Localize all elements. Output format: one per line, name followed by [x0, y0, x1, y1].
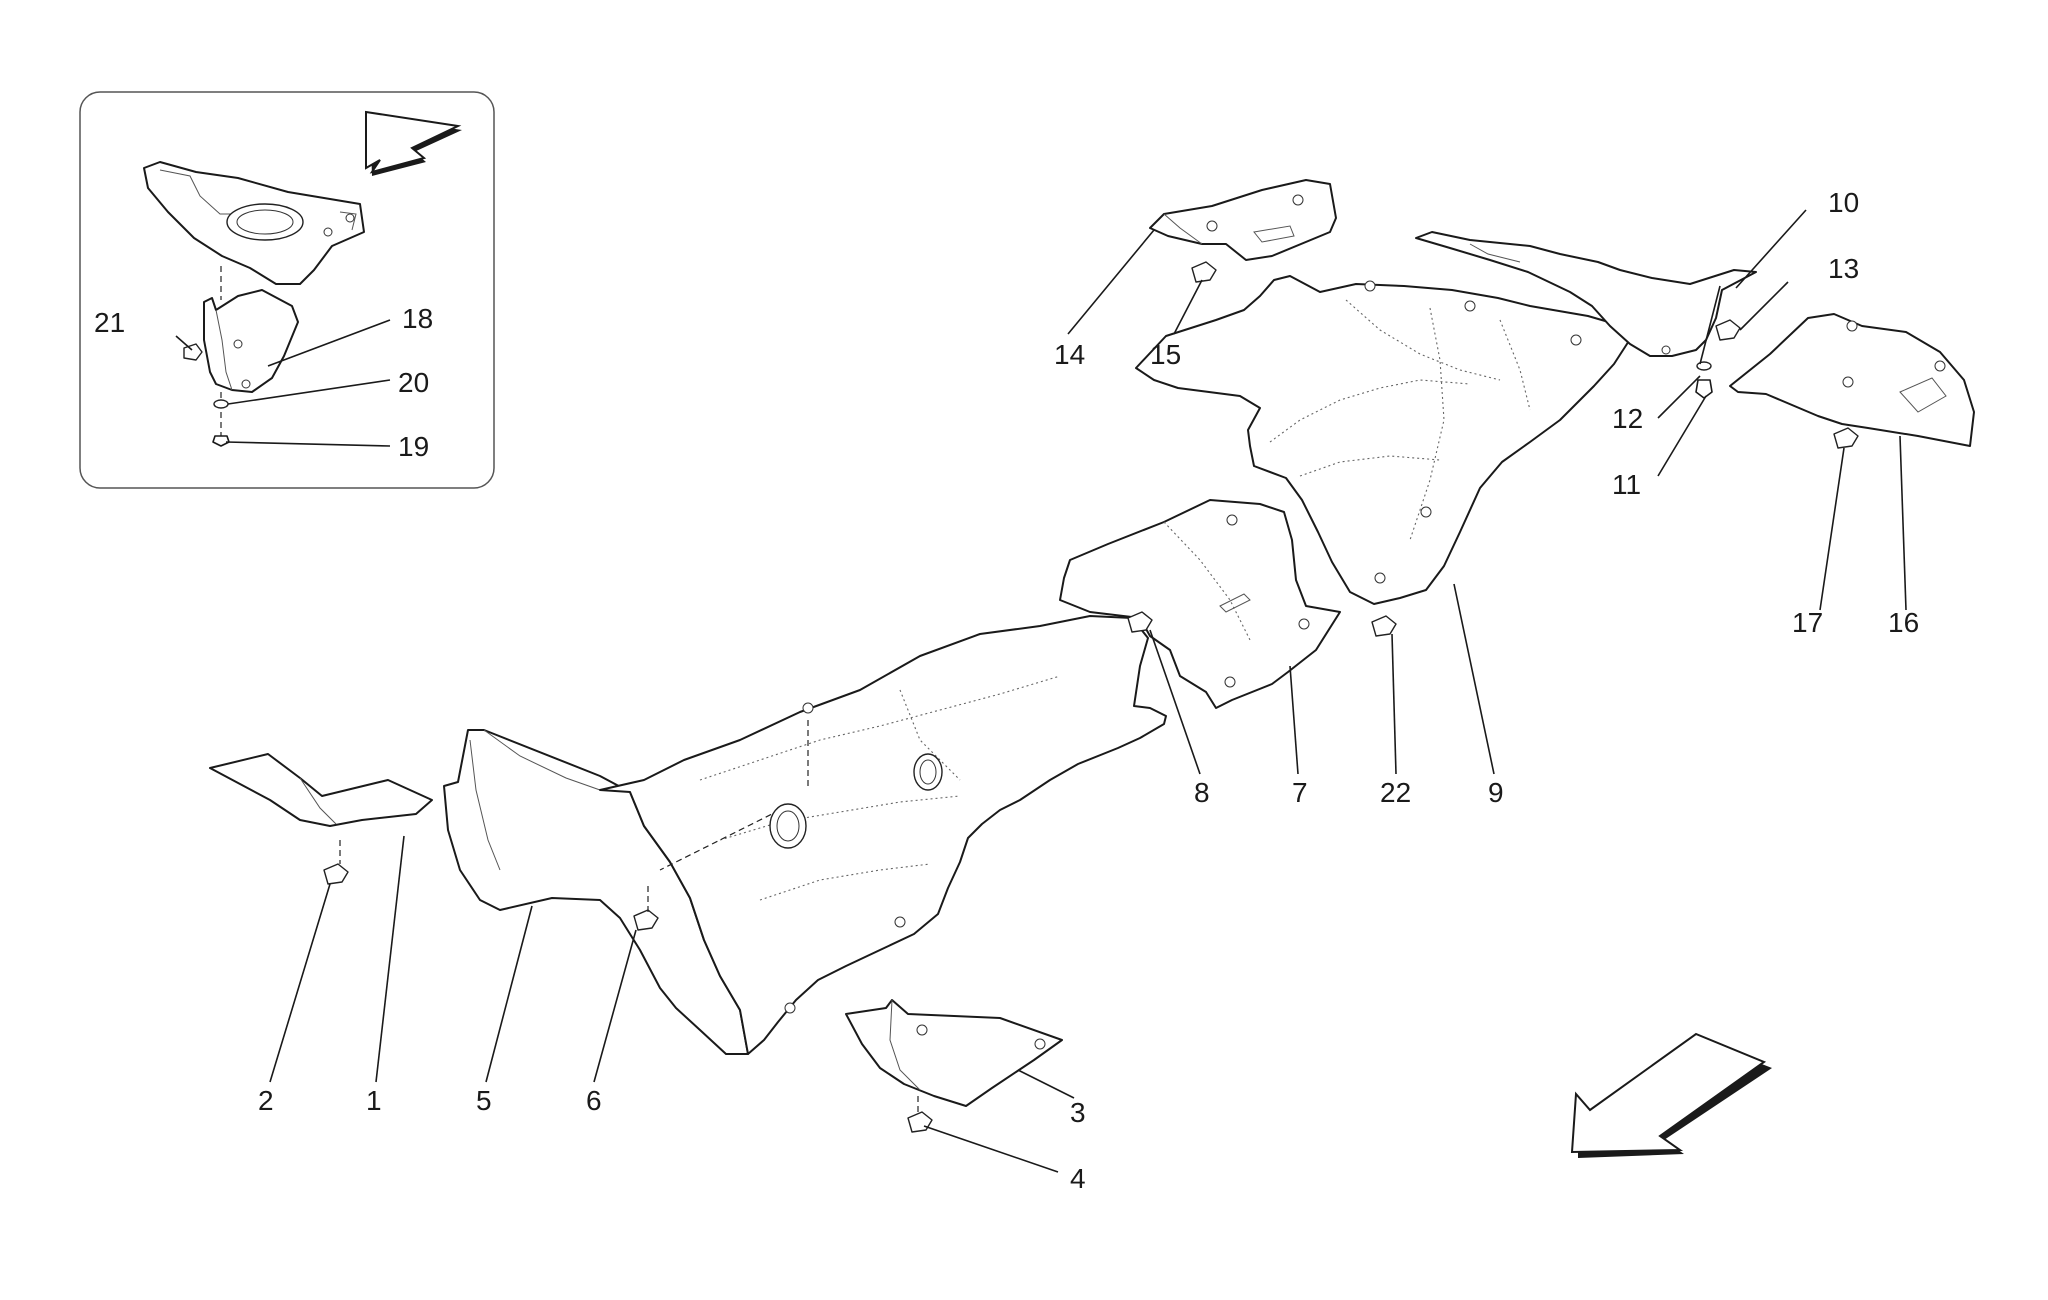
callout-16: 16: [1888, 607, 1919, 638]
callout-20: 20: [398, 367, 429, 398]
direction-arrow: [1570, 1032, 1772, 1158]
inset-heat-shield-18: [203, 289, 299, 393]
callout-17: 17: [1792, 607, 1823, 638]
part-8-clip: [1127, 611, 1153, 633]
part-12-washer: [1696, 361, 1712, 371]
part-11-bolt: [1695, 379, 1713, 399]
part-2-clip: [323, 863, 349, 885]
callout-5: 5: [476, 1085, 492, 1116]
inset-subframe-bracket: [143, 161, 365, 285]
part-10-rear-bracket: [1415, 231, 1757, 357]
callout-3: 3: [1070, 1097, 1086, 1128]
callout-13: 13: [1828, 253, 1859, 284]
part-22-clip: [1371, 615, 1397, 637]
callout-4: 4: [1070, 1163, 1086, 1194]
part-14-shield: [1149, 179, 1337, 261]
callout-11: 11: [1612, 469, 1641, 500]
callout-10: 10: [1828, 187, 1859, 218]
part-5-front-shield: [443, 729, 749, 1055]
inset-frame: [79, 91, 495, 489]
callout-22: 22: [1380, 777, 1411, 808]
callout-8: 8: [1194, 777, 1210, 808]
callout-7: 7: [1292, 777, 1308, 808]
callout-14: 14: [1054, 339, 1085, 370]
callout-2: 2: [258, 1085, 274, 1116]
inset-washer-20: [213, 399, 229, 409]
leader-lines: [175, 209, 1907, 1173]
part-16-shield: [1729, 313, 1975, 447]
callout-6: 6: [586, 1085, 602, 1116]
callout-numbers: 21 18 20 19 2 1 5 6 3 4 8 7 22 9 10 13 1…: [94, 187, 1919, 1194]
part-6-clip: [633, 909, 659, 931]
inset-detail: [79, 91, 495, 489]
tunnel-shield: [599, 615, 1167, 1055]
callout-12: 12: [1612, 403, 1643, 434]
part-13-clip: [1715, 319, 1741, 341]
part-15-clip: [1191, 261, 1217, 283]
part-1-shield: [209, 753, 433, 827]
callout-21: 21: [94, 307, 125, 338]
part-4-clip: [907, 1111, 933, 1133]
part-17-clip: [1833, 427, 1859, 449]
callout-18: 18: [402, 303, 433, 334]
inset-direction-arrow: [365, 110, 462, 176]
callout-19: 19: [398, 431, 429, 462]
callout-9: 9: [1488, 777, 1504, 808]
callout-15: 15: [1150, 339, 1181, 370]
part-9-rear-shield: [1135, 275, 1637, 605]
inset-bolt-19: [212, 435, 230, 447]
part-3-shield: [845, 999, 1063, 1107]
callout-1: 1: [366, 1085, 382, 1116]
